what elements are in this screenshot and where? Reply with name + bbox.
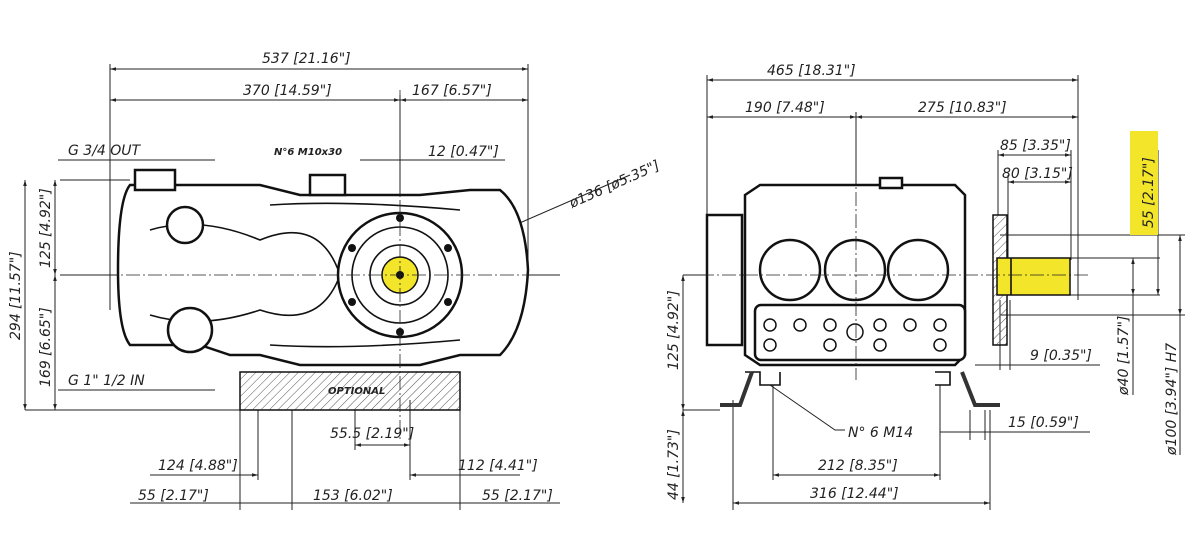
dim-flange-diameter: ø136 [ø5.35"] xyxy=(566,158,662,212)
dim-key-55: 55 [2.17"] xyxy=(1141,157,1157,228)
dim-right-base: 112 [4.41"] xyxy=(458,458,538,474)
side-view: 537 [21.16"] 370 [14.59"] 167 [6.57"] G … xyxy=(8,51,662,510)
bolts-label: N°6 M10x30 xyxy=(274,147,342,158)
dim-right-foot: 55 [2.17"] xyxy=(482,488,553,504)
dim-shaft-80: 80 [3.15"] xyxy=(1002,166,1073,182)
inlet-label: G 1" 1/2 IN xyxy=(68,373,145,389)
dim-shaft-side-length: 167 [6.57"] xyxy=(412,83,492,99)
optional-label: OPTIONAL xyxy=(328,386,385,397)
cylinder-3 xyxy=(886,238,950,302)
mount-bolts-label: N° 6 M14 xyxy=(848,425,913,441)
dim-center-offset: 55.5 [2.19"] xyxy=(330,426,414,442)
cylinder-1 xyxy=(758,238,822,302)
dim-flange-pilot: ø100 [3.94"] H7 xyxy=(1164,343,1180,456)
dim-offset: 12 [0.47"] xyxy=(428,144,499,160)
dim-right-width: 275 [10.83"] xyxy=(918,100,1007,116)
dim-foot-spacing: 153 [6.02"] xyxy=(313,488,393,504)
dim-left-base: 124 [4.88"] xyxy=(158,458,238,474)
outlet-port xyxy=(165,205,205,245)
dim-body-length: 370 [14.59"] xyxy=(243,83,332,99)
shaft-highlight xyxy=(996,257,1071,296)
mounting-feet xyxy=(720,371,1000,407)
dim-overall-width: 465 [18.31"] xyxy=(767,63,856,79)
dim-lower-height: 169 [6.65"] xyxy=(38,307,54,387)
dim-total-height: 294 [11.57"] xyxy=(8,251,24,340)
dim-left-width: 190 [7.48"] xyxy=(745,100,825,116)
dim-shaft-diameter: ø40 [1.57"] xyxy=(1116,316,1132,396)
dim-upper-height: 125 [4.92"] xyxy=(38,188,54,268)
dim-inner-foot-spacing: 212 [8.35"] xyxy=(818,458,898,474)
dim-foot-thickness: 15 [0.59"] xyxy=(1008,415,1079,431)
cylinder-2 xyxy=(823,238,887,302)
key-dimension-highlight xyxy=(1130,131,1158,235)
dim-shaft-85: 85 [3.35"] xyxy=(1000,138,1071,154)
outlet-label: G 3/4 OUT xyxy=(68,143,142,159)
optional-base xyxy=(239,371,461,411)
dim-overall-length: 537 [21.16"] xyxy=(262,51,351,67)
oil-cap xyxy=(308,173,347,197)
dim-flange-thickness: 9 [0.35"] xyxy=(1030,348,1092,364)
dim-shaft-height: 125 [4.92"] xyxy=(666,290,682,370)
dim-outer-foot-spacing: 316 [12.44"] xyxy=(810,486,899,502)
inlet-port xyxy=(166,306,214,354)
front-view: 465 [18.31"] 190 [7.48"] 275 [10.83"] 85… xyxy=(666,63,1185,510)
dim-foot-height: 44 [1.73"] xyxy=(666,429,682,500)
dim-left-foot: 55 [2.17"] xyxy=(138,488,209,504)
